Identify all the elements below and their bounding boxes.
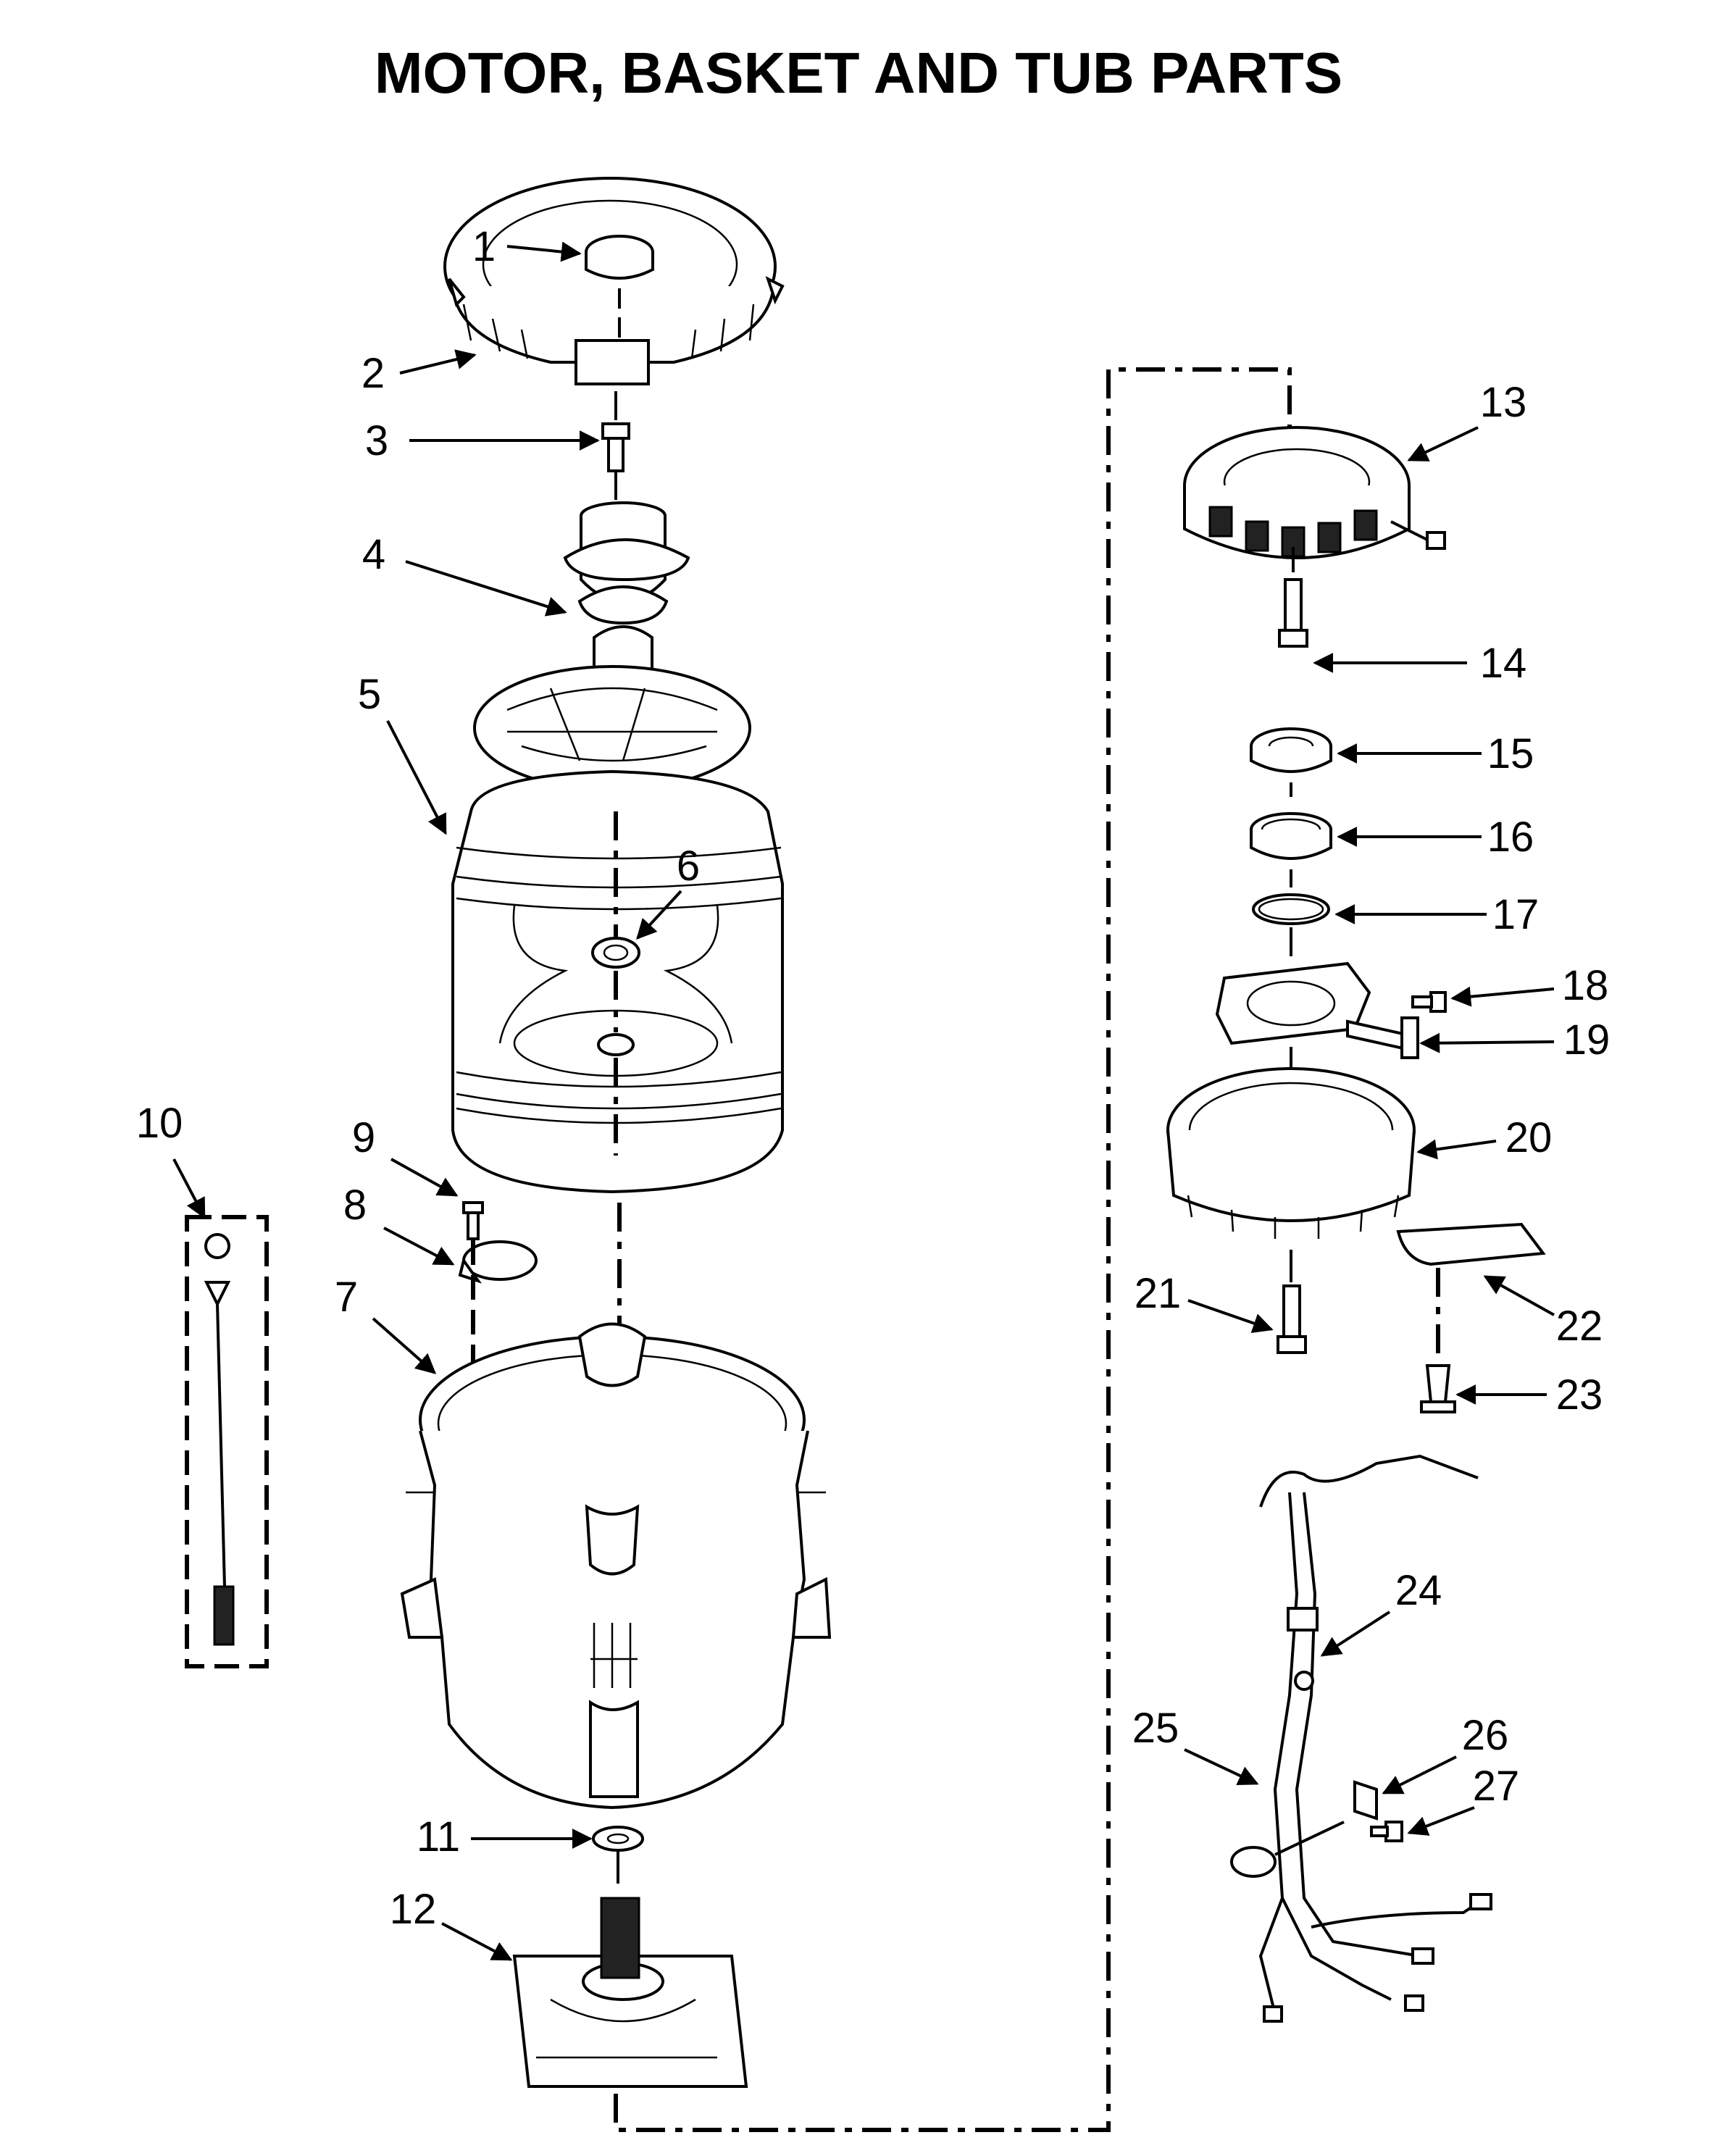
callout-11: 11	[417, 1813, 593, 1860]
svg-text:22: 22	[1556, 1303, 1603, 1350]
callout-10: 10	[136, 1100, 206, 1219]
callout-16: 16	[1337, 814, 1534, 861]
callout-9: 9	[352, 1114, 459, 1197]
svg-text:15: 15	[1487, 730, 1534, 777]
svg-text:21: 21	[1135, 1270, 1182, 1317]
cap-part	[585, 235, 654, 280]
svg-text:6: 6	[677, 843, 700, 890]
callout-23: 23	[1455, 1371, 1603, 1418]
callout-14: 14	[1313, 640, 1527, 687]
callout-13: 13	[1407, 379, 1527, 461]
callout-3: 3	[365, 417, 600, 464]
callout-19: 19	[1419, 1016, 1611, 1064]
svg-text:23: 23	[1556, 1371, 1603, 1418]
callout-8: 8	[343, 1182, 455, 1266]
svg-text:1: 1	[472, 223, 496, 270]
callout-25: 25	[1132, 1705, 1259, 1785]
svg-text:12: 12	[390, 1886, 437, 1933]
bearing-part	[1250, 727, 1332, 773]
callout-26: 26	[1382, 1712, 1509, 1794]
svg-text:7: 7	[335, 1274, 358, 1321]
callout-12: 12	[390, 1886, 513, 1961]
callout-21: 21	[1135, 1270, 1274, 1333]
svg-text:5: 5	[358, 671, 381, 718]
callout-4: 4	[362, 531, 567, 617]
seal-part	[1250, 812, 1332, 860]
callout-27: 27	[1407, 1763, 1520, 1836]
bracket-part	[1346, 1016, 1419, 1059]
svg-text:27: 27	[1473, 1763, 1520, 1810]
callout-15: 15	[1337, 730, 1534, 777]
svg-text:25: 25	[1132, 1705, 1179, 1752]
svg-text:20: 20	[1505, 1114, 1553, 1161]
svg-text:19: 19	[1563, 1016, 1611, 1064]
callout-6: 6	[636, 843, 700, 940]
mounting-plate-part	[512, 1897, 748, 2088]
harness-ring-part	[1230, 1821, 1345, 1878]
callout-1: 1	[472, 223, 582, 270]
svg-text:16: 16	[1487, 814, 1534, 861]
svg-text:3: 3	[365, 417, 388, 464]
screw-part	[462, 1201, 484, 1240]
diagram-title: MOTOR, BASKET AND TUB PARTS	[375, 41, 1342, 105]
svg-text:9: 9	[352, 1114, 375, 1161]
nut-part	[591, 937, 640, 969]
svg-text:4: 4	[362, 531, 385, 578]
stator-part	[1183, 426, 1446, 559]
shield-screw-part	[1420, 1364, 1456, 1413]
svg-text:11: 11	[417, 1813, 460, 1860]
svg-text:2: 2	[362, 350, 385, 397]
wire-harness-part	[1258, 1454, 1492, 2023]
svg-text:13: 13	[1480, 379, 1527, 426]
hub-nut	[597, 1033, 635, 1056]
callout-20: 20	[1416, 1114, 1553, 1161]
callout-24: 24	[1320, 1567, 1442, 1657]
harness-screw-part	[1370, 1821, 1403, 1842]
stator-bolt-part	[1278, 578, 1308, 648]
svg-text:17: 17	[1492, 891, 1540, 938]
callout-17: 17	[1334, 891, 1540, 938]
hose-assembly-part	[185, 1215, 269, 1668]
bolt-part	[601, 422, 630, 472]
shield-part	[1396, 1222, 1546, 1266]
callout-2: 2	[362, 349, 477, 397]
mounting-screw-part	[1411, 991, 1447, 1013]
svg-text:26: 26	[1462, 1712, 1509, 1759]
rotor-part	[1166, 1067, 1416, 1239]
callout-7: 7	[335, 1274, 437, 1374]
svg-text:8: 8	[343, 1182, 367, 1229]
balance-ring-part	[443, 177, 785, 385]
callout-18: 18	[1450, 962, 1609, 1009]
svg-text:18: 18	[1562, 962, 1609, 1009]
callout-22: 22	[1483, 1275, 1603, 1350]
washer-part	[592, 1826, 644, 1852]
svg-text:24: 24	[1395, 1567, 1442, 1614]
rotor-bolt-part	[1277, 1284, 1307, 1354]
callout-5: 5	[358, 671, 447, 835]
svg-text:10: 10	[136, 1100, 183, 1147]
harness-clip-part	[1353, 1780, 1378, 1821]
o-ring-part	[1252, 893, 1330, 925]
svg-text:14: 14	[1480, 640, 1527, 687]
outer-tub-part	[400, 1322, 832, 1810]
